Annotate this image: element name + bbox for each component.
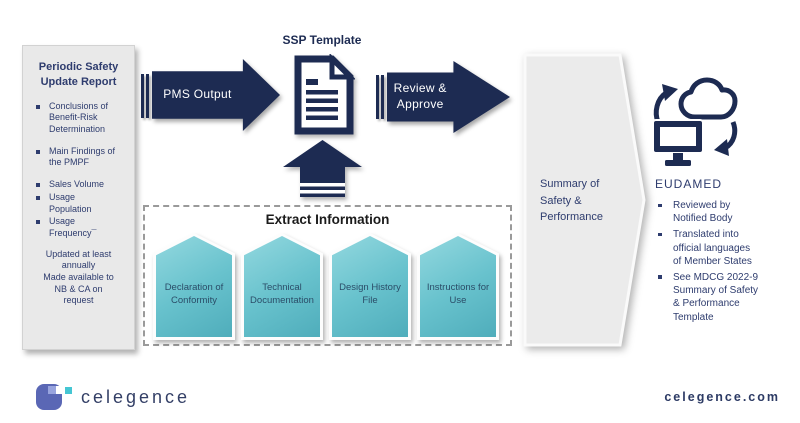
- psur-note-updated: Updated at least annually: [45, 248, 112, 271]
- extract-item-technical-documentation: Technical Documentation: [241, 233, 323, 340]
- extract-item-label: Instructions for Use: [426, 281, 490, 306]
- extract-item-label: Declaration of Conformity: [164, 281, 224, 306]
- pms-output-arrow: PMS Output: [152, 59, 280, 131]
- extract-item-design-history-file: Design History File: [329, 233, 411, 340]
- eudamed-bullet-mdcg: See MDCG 2022-9 Summary of Safety & Perf…: [655, 271, 787, 324]
- psur-bullet-main-findings: Main Findings of the PMPF: [23, 146, 134, 169]
- extract-information-title: Extract Information: [265, 212, 390, 227]
- psur-bullet-sales-volume: Sales Volume: [23, 179, 134, 191]
- up-arrow-icon: [283, 140, 362, 197]
- website-url: celegence.com: [664, 390, 780, 404]
- review-arrow-tail-bar: [381, 75, 384, 119]
- summary-chevron: [523, 53, 646, 347]
- document-icon: [294, 54, 355, 135]
- extract-item-label: Technical Documentation: [250, 281, 314, 306]
- pms-arrow-tail-bar: [146, 74, 149, 118]
- celegence-logo: celegence: [36, 381, 190, 413]
- psur-note-available: Made available to NB & CA on request: [43, 271, 114, 306]
- extract-items-row: Declaration of Conformity Technical Docu…: [153, 233, 499, 340]
- psur-panel: Periodic Safety Update Report Conclusion…: [22, 45, 135, 350]
- review-approve-arrow: Review & Approve: [387, 61, 510, 133]
- review-arrow-tail-bar: [376, 75, 379, 119]
- eudamed-bullet-translated: Translated into official languages of Me…: [655, 228, 787, 268]
- pms-arrow-tail-bar: [141, 74, 144, 118]
- psur-title: Periodic Safety Update Report: [38, 61, 119, 88]
- celegence-logo-text: celegence: [81, 386, 191, 407]
- eudamed-bullet-reviewed: Reviewed by Notified Body: [655, 199, 787, 225]
- psur-bullet-list: Conclusions of Benefit-Risk Determinatio…: [23, 101, 134, 240]
- psur-bullet-usage-frequency: Usage Frequency¯: [23, 216, 134, 239]
- eudamed-bullet-list: Reviewed by Notified Body Translated int…: [655, 199, 787, 327]
- celegence-logo-mark: [36, 384, 72, 410]
- eudamed-title: EUDAMED: [655, 177, 723, 191]
- psur-bullet-conclusions: Conclusions of Benefit-Risk Determinatio…: [23, 101, 134, 136]
- review-approve-label: Review & Approve: [393, 81, 447, 111]
- cloud-sync-computer-icon: [652, 77, 738, 166]
- extract-item-declaration-of-conformity: Declaration of Conformity: [153, 233, 235, 340]
- summary-chevron-label: Summary of Safety & Performance: [540, 178, 603, 223]
- extract-item-instructions-for-use: Instructions for Use: [417, 233, 499, 340]
- pms-output-label: PMS Output: [163, 87, 232, 102]
- ssp-template-label: SSP Template: [282, 33, 362, 47]
- extract-information-box: Extract Information Declaration of Confo…: [143, 205, 512, 346]
- psur-bullet-usage-population: Usage Population: [23, 192, 134, 215]
- extract-item-label: Design History File: [339, 281, 401, 306]
